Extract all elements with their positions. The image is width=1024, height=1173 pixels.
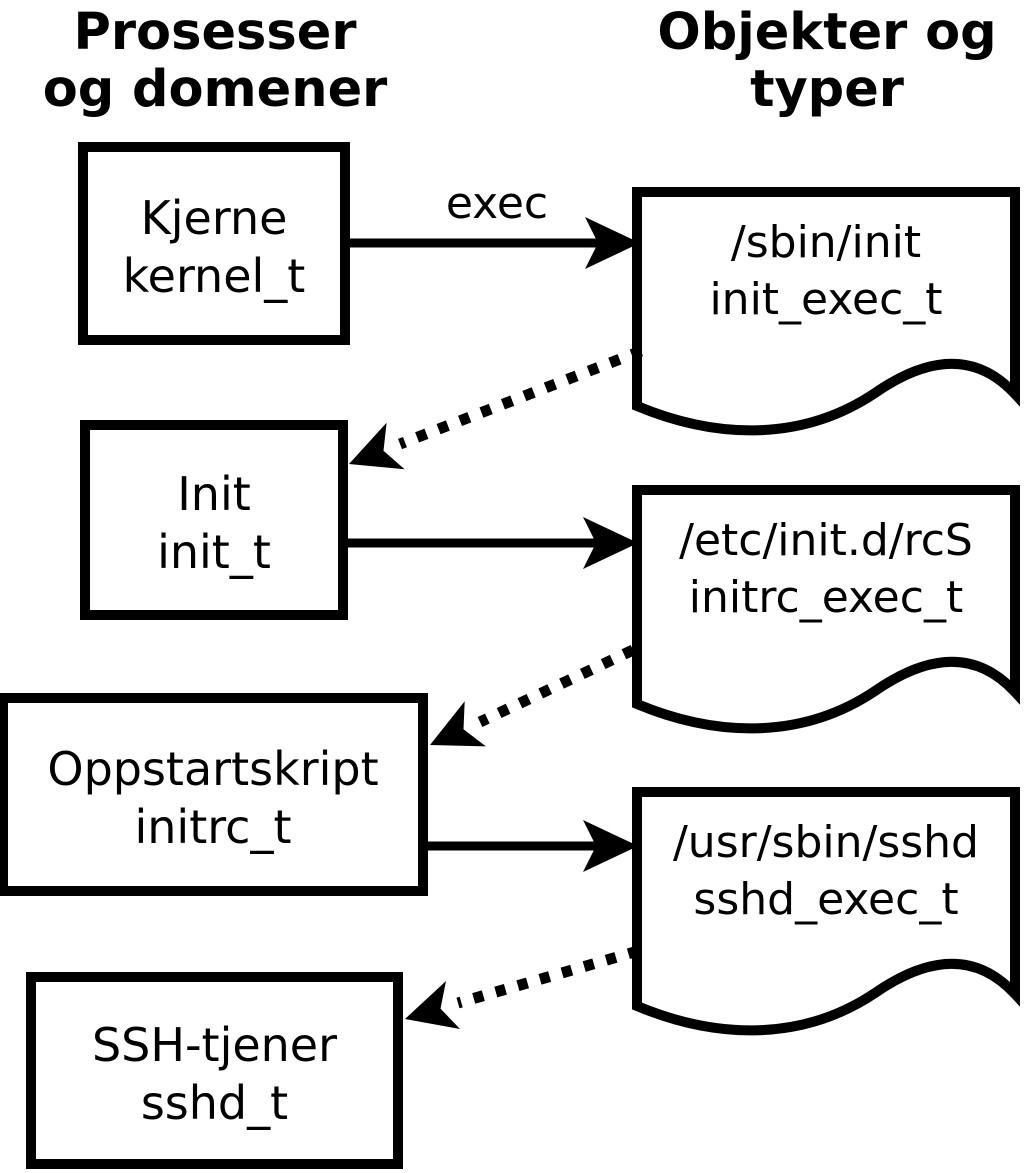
object-path: /sbin/init <box>730 217 922 268</box>
object-type: initrc_exec_t <box>688 572 964 623</box>
exec-arrow-initrc-to-sshdbin <box>427 820 638 872</box>
object-type: sshd_exec_t <box>693 874 959 925</box>
header-line-1: Prosesser <box>73 3 357 62</box>
arrowhead-icon <box>583 517 638 569</box>
object-doc-shape-init-exec <box>632 187 1020 436</box>
transition-arrow-sshdbin-to-sshd <box>405 945 640 1029</box>
object-doc-init-exec: /sbin/init init_exec_t <box>637 214 1015 328</box>
exec-arrow-label: exec <box>445 178 549 229</box>
transition-arrow-sbininit-to-init <box>349 345 643 470</box>
process-box-initrc: Oppstartskript initrc_t <box>0 693 428 896</box>
arrowhead-icon <box>583 820 638 872</box>
arrowhead-icon <box>405 981 460 1029</box>
header-line-2: typer <box>750 60 904 119</box>
process-type: initrc_t <box>134 799 292 854</box>
object-type: init_exec_t <box>709 274 943 325</box>
object-doc-initrc-exec: /etc/init.d/rcS initrc_exec_t <box>637 512 1015 626</box>
process-box-sshd: SSH-tjener sshd_t <box>26 972 403 1169</box>
process-name: Oppstartskript <box>47 741 379 796</box>
process-type: init_t <box>157 525 271 579</box>
process-name: Kjerne <box>140 190 288 245</box>
object-doc-sshd-exec: /usr/sbin/sshd sshd_exec_t <box>637 814 1015 928</box>
object-path: /usr/sbin/sshd <box>672 817 979 868</box>
column-header-objects: Objekter og typer <box>630 4 1024 118</box>
transition-arrow-rcs-to-initrc <box>430 645 636 747</box>
arrowhead-icon <box>430 701 486 747</box>
process-name: SSH-tjener <box>91 1017 338 1072</box>
column-header-processes: Prosesser og domener <box>20 4 410 118</box>
process-box-kernel: Kjerne kernel_t <box>78 142 350 345</box>
exec-arrow-init-to-rcs <box>348 517 638 569</box>
arrowhead-icon <box>349 422 405 470</box>
process-name: Init <box>177 467 251 521</box>
header-line-2: og domener <box>42 60 388 119</box>
object-path: /etc/init.d/rcS <box>679 515 973 566</box>
process-box-init: Init init_t <box>80 420 348 620</box>
process-type: sshd_t <box>140 1075 289 1130</box>
object-doc-shape-initrc-exec <box>632 485 1020 734</box>
object-doc-shape-sshd-exec <box>632 787 1020 1036</box>
process-type: kernel_t <box>122 248 306 303</box>
header-line-1: Objekter og <box>657 3 997 62</box>
